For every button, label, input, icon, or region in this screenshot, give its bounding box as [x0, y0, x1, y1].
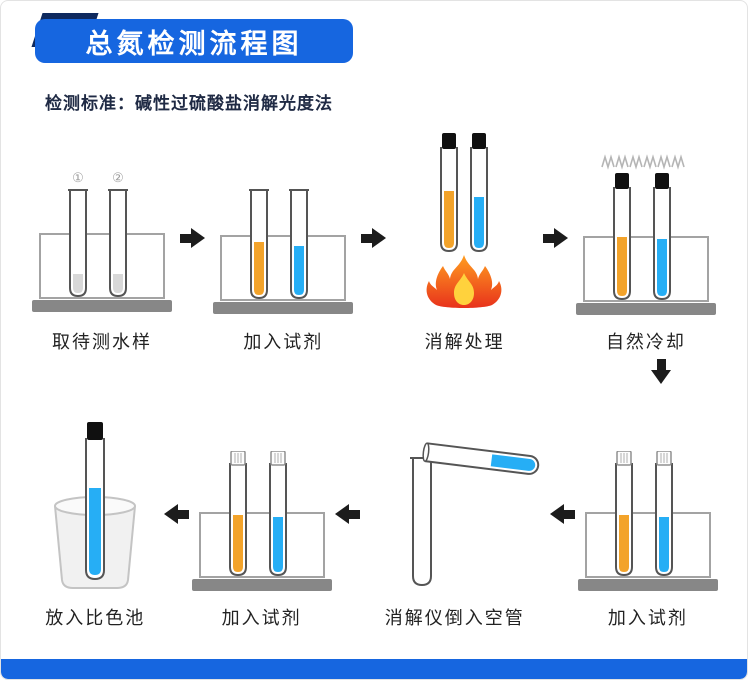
capped-tube-orange [612, 173, 631, 301]
step-caption: 取待测水样 [52, 332, 152, 352]
tube-rack [213, 235, 354, 314]
step-add-reagent-2: 加入试剂 [575, 404, 721, 630]
tilted-tube-blue [422, 442, 539, 475]
banner: 总氮检测流程图 [35, 19, 353, 63]
flow-arrow-right-icon [542, 228, 568, 248]
step-add-reagent-2-graphic [577, 404, 718, 594]
step-pour-into-tube: 消解仪倒入空管 [360, 404, 550, 630]
steam-lines-icon [601, 154, 685, 170]
flow-arrow-right-icon [180, 228, 206, 248]
step-caption: 消解仪倒入空管 [384, 608, 525, 628]
capped-tube-blue [469, 133, 488, 253]
step-caption: 消解处理 [424, 332, 505, 352]
step-colorimetric-cell-graphic [35, 404, 155, 594]
flow-row-1: ① ② [1, 128, 747, 354]
black-cap-icon [471, 133, 486, 149]
step-pour-into-tube-graphic [360, 404, 550, 594]
step-caption: 加入试剂 [607, 608, 688, 628]
capped-tube-blue [85, 422, 106, 581]
rack-empty-tubes-graphic: ① ② [32, 170, 172, 312]
tubes-over-flame-graphic [426, 133, 502, 308]
black-cap-icon [614, 173, 629, 189]
capped-tube-blue [268, 451, 287, 577]
tube-rack [575, 236, 716, 315]
test-tube-1 [68, 189, 88, 298]
footer-accent-bar [1, 659, 747, 679]
step-caption: 自然冷却 [605, 332, 686, 352]
tube-number-2-label: ② [112, 170, 124, 185]
step-cooling-graphic [575, 128, 716, 318]
step-caption: 加入试剂 [243, 332, 324, 352]
black-cap-icon [441, 133, 456, 149]
step-take-sample: ① ② [27, 128, 177, 354]
step-digestion-graphic [395, 128, 535, 318]
header-banner: 总氮检测流程图 [31, 13, 353, 63]
step-caption: 加入试剂 [221, 608, 302, 628]
tube-rack [191, 512, 332, 591]
empty-tube [409, 457, 434, 587]
test-tube-2 [108, 189, 128, 298]
rack-cooling-tubes-graphic [575, 154, 716, 315]
tube-number-1-label: ① [72, 170, 84, 185]
flow-arrow-right-icon [361, 228, 387, 248]
page-title: 总氮检测流程图 [85, 28, 303, 59]
step-add-reagent-3: 加入试剂 [189, 404, 335, 630]
flow-row-2: 放入比色池 [1, 404, 747, 630]
pouring-tube-graphic [409, 442, 539, 587]
capped-tube-orange [228, 451, 247, 577]
step-add-reagent-1: 加入试剂 [208, 128, 358, 354]
black-cap-icon [87, 422, 104, 440]
step-add-reagent-3-graphic [191, 404, 332, 594]
capped-tube-blue [654, 451, 673, 577]
rack-capped-reagent-tubes-graphic [577, 451, 718, 591]
step-cooling: 自然冷却 [571, 128, 721, 354]
step-colorimetric-cell: 放入比色池 [27, 404, 164, 630]
capped-tube-blue [652, 173, 671, 301]
tube-rack [577, 512, 718, 591]
step-caption: 放入比色池 [45, 608, 146, 628]
tube-in-cup-graphic [54, 422, 137, 589]
capped-tube-orange [439, 133, 458, 253]
flow-arrow-left-icon [549, 504, 575, 524]
standard-method-text: 检测标准：碱性过硫酸盐消解光度法 [45, 94, 333, 113]
rack-capped-reagent-tubes-graphic [191, 451, 332, 591]
flow-arrow-left-icon [163, 504, 189, 524]
step-add-reagent-1-graphic [213, 128, 354, 318]
flame-icon [426, 255, 502, 308]
capped-tube-orange [614, 451, 633, 577]
black-cap-icon [654, 173, 669, 189]
rack-reagent-tubes-graphic [213, 189, 354, 314]
test-tube-orange [249, 189, 270, 300]
test-tube-blue [289, 189, 310, 300]
flow-arrow-left-icon [334, 504, 360, 524]
tube-rack [32, 233, 172, 312]
step-digestion: 消解处理 [390, 128, 540, 354]
step-take-sample-graphic: ① ② [32, 128, 172, 318]
flow-arrow-down-icon [651, 359, 671, 384]
